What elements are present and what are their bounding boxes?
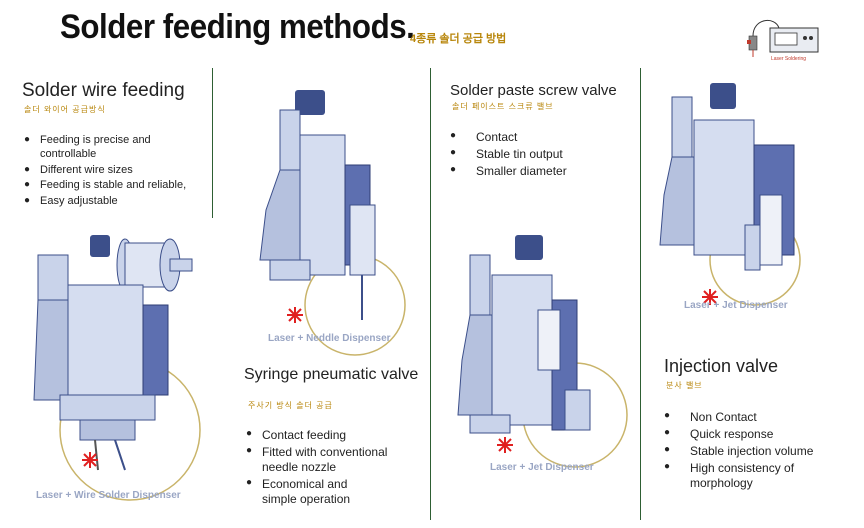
list-item: Different wire sizes: [24, 164, 209, 178]
injection-valve-device-illustration: [659, 83, 801, 306]
column-divider: [212, 68, 213, 218]
list-item: Stable injection volume: [664, 444, 859, 459]
screw-section-title: Solder paste screw valve: [450, 82, 617, 99]
injection-feature-list: Non Contact Quick response Stable inject…: [664, 410, 859, 493]
syringe-section-subtitle: 주사기 방식 솔더 공급: [248, 401, 333, 410]
list-item: Easy adjustable: [24, 195, 209, 209]
wire-section-subtitle: 솔더 와이어 공급방식: [24, 105, 106, 114]
logo-label: Laser Soldering: [771, 56, 807, 62]
list-item: Non Contact: [664, 410, 859, 425]
wire-feature-list: Feeding is precise and controllable Diff…: [24, 134, 209, 211]
wire-section-title: Solder wire feeding: [22, 80, 185, 101]
page-subtitle: 4종류 솔더 공급 방법: [410, 33, 507, 45]
list-item: Stable tin output: [450, 147, 630, 162]
laser-spark-icon: [82, 452, 98, 468]
list-item: Contact: [450, 130, 630, 145]
page-title: Solder feeding methods.: [60, 8, 415, 46]
list-item: Contact feeding: [246, 428, 426, 443]
laser-spark-icon: [497, 437, 513, 453]
laser-soldering-logo: Laser Soldering: [735, 8, 830, 63]
injection-section-title: Injection valve: [664, 356, 779, 376]
list-item: Feeding is precise and controllable: [24, 134, 190, 162]
syringe-section-title: Syringe pneumatic valve: [244, 366, 419, 383]
injection-section-subtitle: 분사 밸브: [666, 381, 703, 390]
laser-machine-icon: [747, 20, 819, 57]
list-item: Smaller diameter: [450, 164, 630, 179]
list-item: Fitted with conventional needle nozzle: [246, 445, 426, 475]
laser-spark-icon: [287, 307, 303, 323]
wire-caption: Laser + Wire Solder Dispenser: [36, 490, 181, 501]
list-item: Quick response: [664, 427, 859, 442]
syringe-caption: Laser + Neddle Dispenser: [268, 333, 391, 344]
screw-feature-list: Contact Stable tin output Smaller diamet…: [450, 130, 630, 181]
column-divider: [640, 68, 641, 520]
screw-section-subtitle: 솔더 페이스트 스크류 밸브: [452, 102, 554, 111]
screw-valve-device-illustration: [457, 235, 628, 468]
syringe-feature-list: Contact feeding Fitted with conventional…: [246, 428, 426, 509]
column-divider: [430, 68, 431, 520]
list-item: Feeding is stable and reliable,: [24, 179, 209, 193]
list-item: High consistency of morphology: [664, 461, 830, 491]
injection-caption: Laser + Jet Dispenser: [684, 300, 788, 311]
wire-feeder-device-illustration: [33, 235, 201, 501]
syringe-device-illustration: [259, 90, 406, 356]
laser-spark-icon: [702, 289, 718, 305]
screw-caption: Laser + Jet Dispenser: [490, 462, 594, 473]
list-item: Economical and simple operation: [246, 477, 382, 507]
